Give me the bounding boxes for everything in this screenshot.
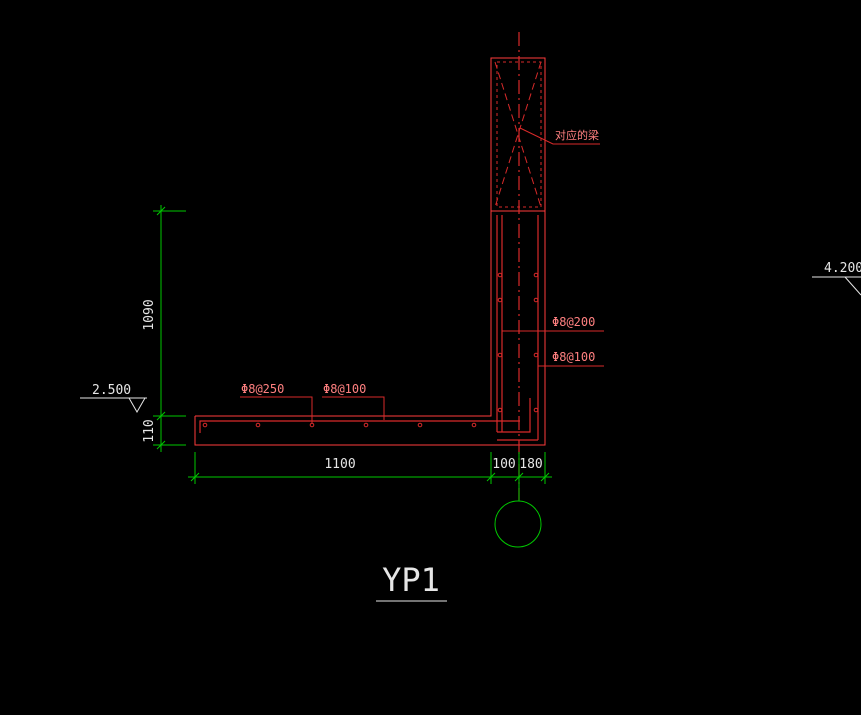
slab-rebar bbox=[199, 420, 520, 433]
tick bbox=[156, 440, 166, 450]
rebar-labels: Φ8@250 Φ8@100 Φ8@200 Φ8@100 对应的梁 bbox=[241, 128, 599, 396]
dim-vertical-upper: 1090 bbox=[142, 299, 157, 330]
rebar-dot bbox=[533, 407, 539, 413]
leader-slab-main bbox=[322, 396, 385, 420]
dimension-lines bbox=[153, 205, 552, 548]
level-marker-left bbox=[80, 397, 147, 414]
drawing-title: YP1 bbox=[382, 561, 440, 599]
leader-slab-distribution bbox=[240, 396, 313, 423]
level-triangle-left bbox=[128, 397, 146, 414]
dim-vertical-lower: 110 bbox=[142, 419, 157, 442]
leader-beam-note bbox=[519, 127, 600, 145]
wall-rebar bbox=[496, 32, 539, 500]
dimension-texts: 1090 110 1100 100 180 bbox=[142, 299, 543, 472]
dim-horizontal-right: 180 bbox=[519, 457, 542, 472]
wall-hook bbox=[497, 398, 531, 433]
tick bbox=[540, 472, 550, 482]
level-text-left: 2.500 bbox=[92, 383, 131, 398]
label-slab-distribution: Φ8@250 bbox=[241, 382, 284, 396]
wall-rebar-dots bbox=[497, 272, 539, 413]
level-marker-right bbox=[812, 276, 861, 296]
beam-cross-line-2 bbox=[494, 61, 542, 208]
dim-horizontal-mid: 100 bbox=[492, 457, 515, 472]
rebar-dot bbox=[497, 352, 503, 358]
rebar-dot bbox=[497, 272, 503, 278]
label-slab-main: Φ8@100 bbox=[323, 382, 366, 396]
rebar-dot bbox=[309, 422, 315, 428]
slab-rebar-dots bbox=[202, 422, 477, 428]
label-beam-note: 对应的梁 bbox=[555, 128, 599, 142]
rebar-dot bbox=[417, 422, 423, 428]
l-section-outline bbox=[194, 57, 546, 446]
level-triangle-right bbox=[844, 276, 861, 296]
rebar-dot bbox=[533, 297, 539, 303]
tick bbox=[190, 472, 200, 482]
rebar-dot bbox=[471, 422, 477, 428]
rebar-dot bbox=[533, 272, 539, 278]
tick bbox=[156, 206, 166, 216]
rebar-dot bbox=[363, 422, 369, 428]
tick bbox=[514, 472, 524, 482]
label-wall-horizontal: Φ8@100 bbox=[552, 350, 595, 364]
rebar-dot bbox=[533, 352, 539, 358]
rebar-dot bbox=[497, 407, 503, 413]
slab-top-rebar bbox=[199, 420, 520, 433]
rebar-dot bbox=[497, 297, 503, 303]
beam-cross-line-1 bbox=[494, 61, 542, 208]
concrete-outline bbox=[194, 57, 546, 446]
rebar-dot bbox=[202, 422, 208, 428]
tick bbox=[156, 411, 166, 421]
rebar-dot bbox=[255, 422, 261, 428]
level-text-right: 4.200 bbox=[824, 261, 861, 276]
axis-bubble bbox=[494, 500, 542, 548]
tick bbox=[486, 472, 496, 482]
rebar-leaders bbox=[240, 127, 604, 423]
dim-horizontal-slab: 1100 bbox=[324, 457, 355, 472]
label-wall-vertical: Φ8@200 bbox=[552, 315, 595, 329]
